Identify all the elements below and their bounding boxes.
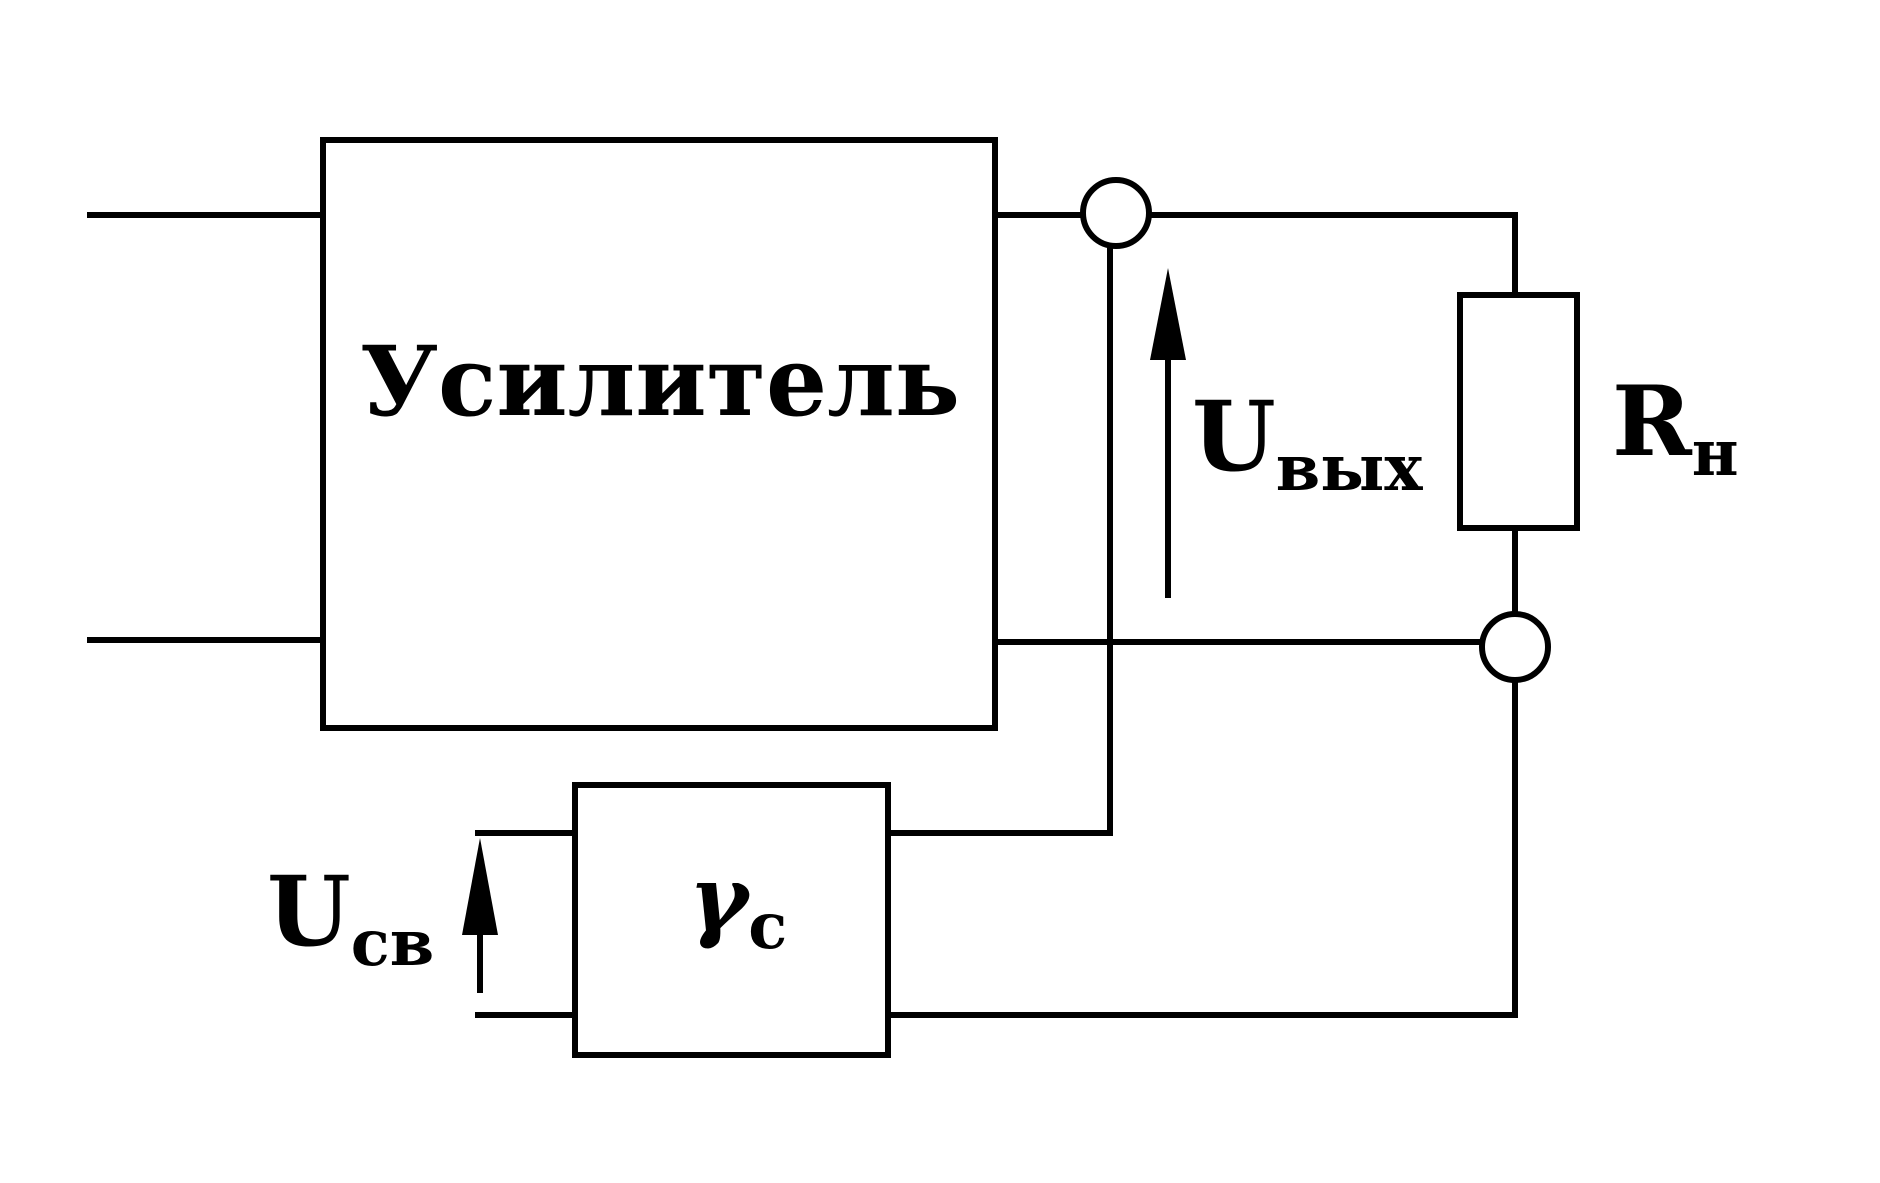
output-terminal-bottom xyxy=(1479,611,1551,683)
output-voltage-subscript: вых xyxy=(1276,431,1424,506)
feedback-voltage-symbol: U xyxy=(267,855,351,968)
output-voltage-arrow-head xyxy=(1150,268,1186,360)
output-voltage-label: Uвых xyxy=(1192,380,1423,506)
feedback-block xyxy=(572,782,891,1058)
feedback-voltage-subscript: св xyxy=(351,906,434,981)
feedback-coefficient-label: γc xyxy=(689,846,787,964)
load-resistor-symbol: R xyxy=(1612,365,1693,478)
output-terminal-top xyxy=(1080,177,1152,249)
amplifier-label: Усилитель xyxy=(360,325,960,438)
amplifier-block xyxy=(320,137,998,731)
load-resistor-subscript: н xyxy=(1692,416,1739,491)
feedback-gamma-symbol: γ xyxy=(689,846,752,952)
load-resistor xyxy=(1457,292,1580,531)
feedback-voltage-label: Uсв xyxy=(267,855,434,981)
feedback-voltage-arrow-head xyxy=(462,838,498,935)
feedback-gamma-subscript: c xyxy=(748,889,787,964)
load-resistor-label: Rн xyxy=(1612,365,1739,491)
output-voltage-symbol: U xyxy=(1192,380,1276,493)
